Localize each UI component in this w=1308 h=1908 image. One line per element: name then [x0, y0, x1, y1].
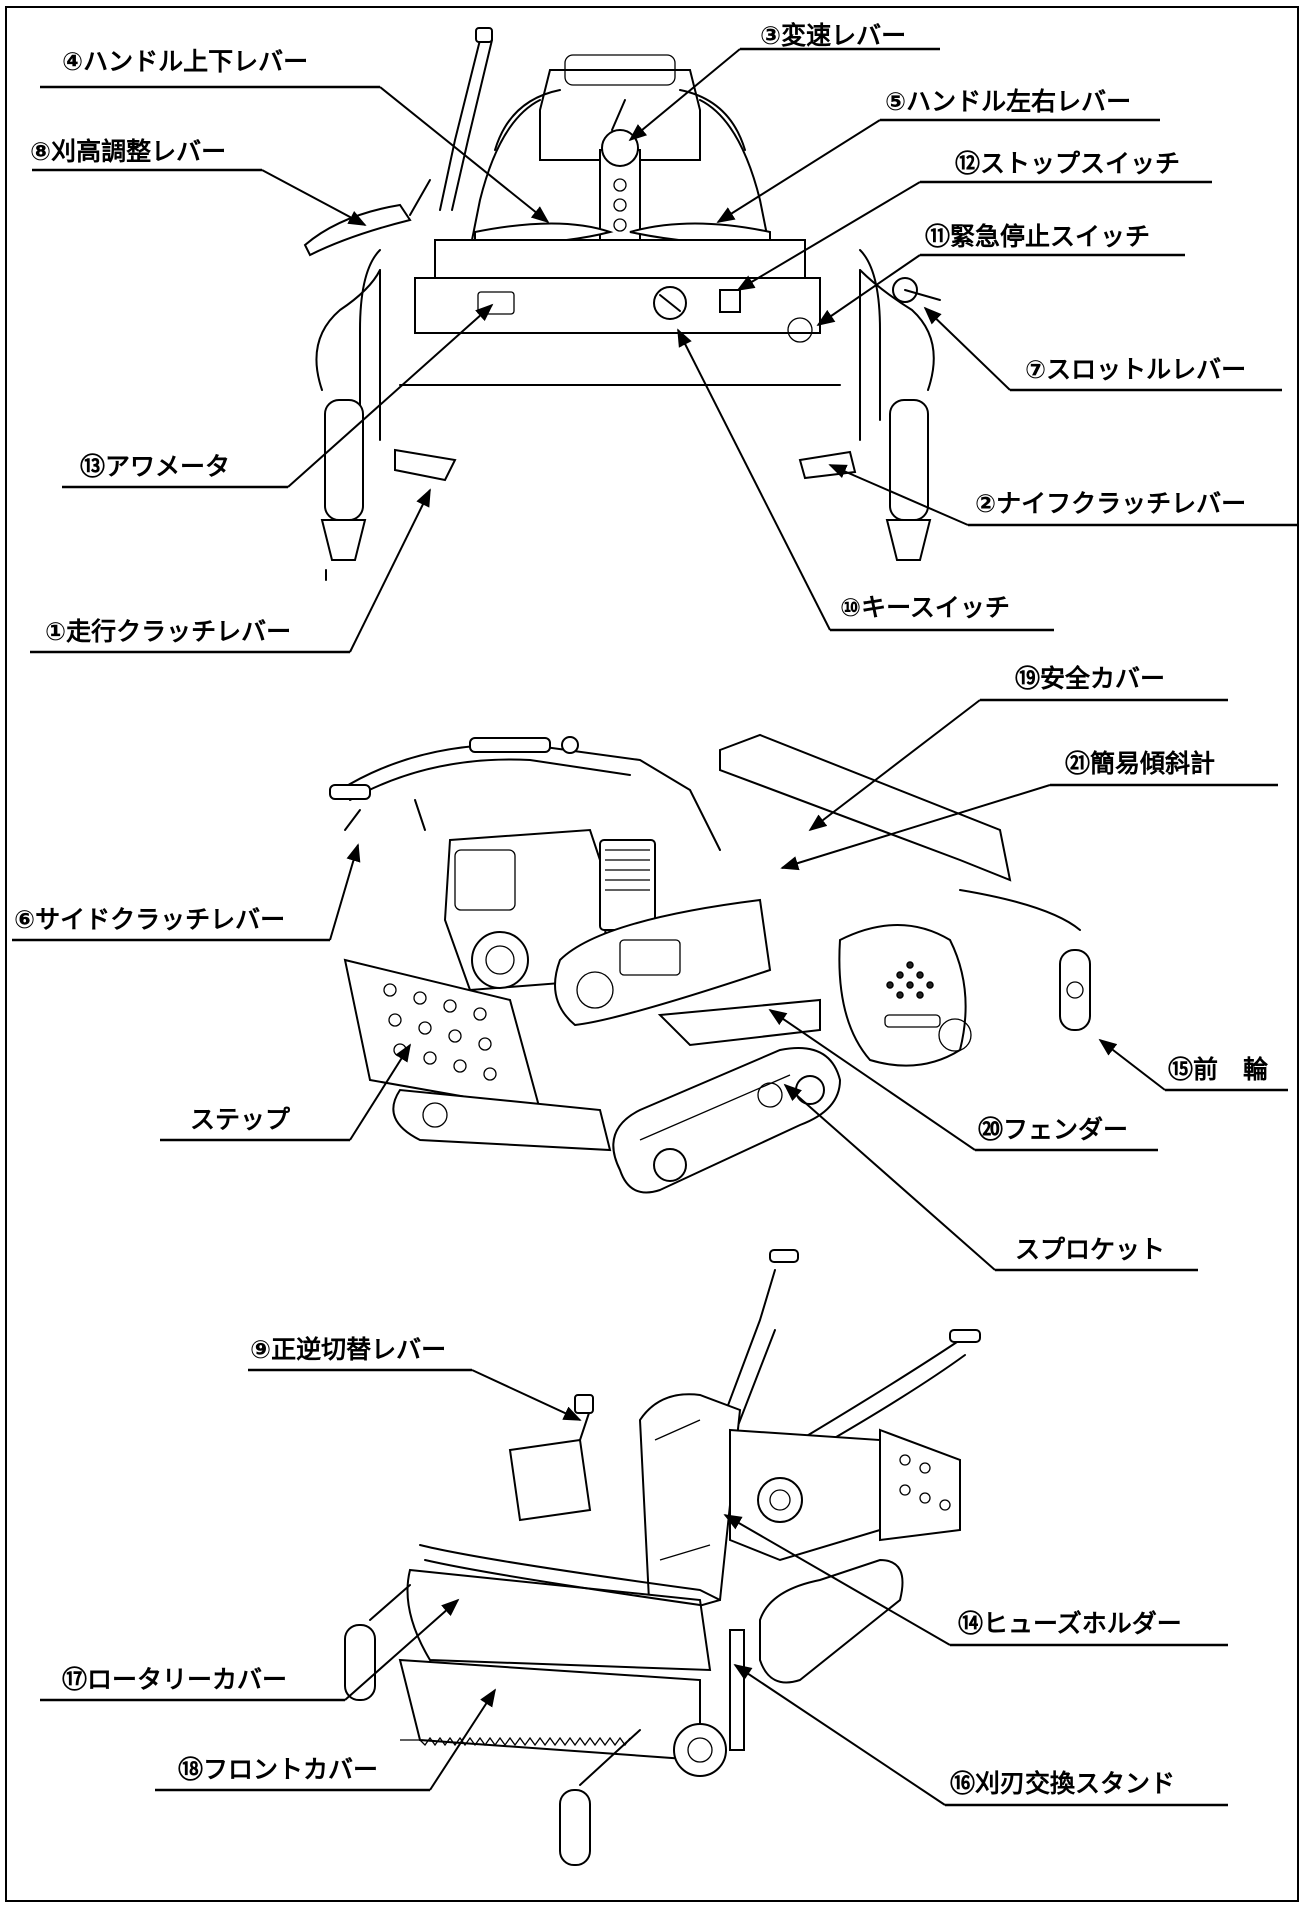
label-safety-cover: ⑲安全カバー — [1015, 664, 1165, 693]
label-knife-clutch-lever: ②ナイフクラッチレバー — [975, 489, 1246, 518]
leader-lines — [261, 48, 1166, 1806]
label-handle-updown-lever: ④ハンドル上下レバー — [62, 47, 308, 76]
label-fuse-holder: ⑭ヒューズホルダー — [958, 1609, 1182, 1638]
label-key-switch: ⑩キースイッチ — [840, 593, 1010, 622]
label-emergency-stop-switch: ⑪緊急停止スイッチ — [925, 222, 1150, 251]
label-shift-lever: ③変速レバー — [760, 21, 906, 50]
label-throttle-lever: ⑦スロットルレバー — [1025, 355, 1246, 384]
label-sprocket: スプロケット — [1015, 1235, 1165, 1264]
label-cutting-height-lever: ⑧刈高調整レバー — [30, 137, 226, 166]
label-blade-change-stand: ⑯刈刃交換スタンド — [950, 1769, 1175, 1798]
part-labels: ④ハンドル上下レバー ③変速レバー ⑤ハンドル左右レバー ⑧刈高調整レバー ⑫ス… — [14, 21, 1269, 1798]
handle-control-panel-drawing — [303, 27, 941, 581]
label-travel-clutch-lever: ①走行クラッチレバー — [45, 617, 291, 646]
label-underlines — [12, 47, 1298, 1807]
label-side-clutch-lever: ⑥サイドクラッチレバー — [14, 905, 285, 934]
mower-front-view-drawing — [344, 1249, 981, 1866]
figure-border — [5, 6, 1299, 1902]
label-fender: ⑳フェンダー — [978, 1115, 1128, 1144]
label-front-wheel: ⑮前 輪 — [1168, 1055, 1269, 1084]
label-hour-meter: ⑬アワメータ — [80, 452, 230, 481]
label-rotary-cover: ⑰ロータリーカバー — [62, 1665, 287, 1694]
mower-side-view-drawing — [329, 733, 1091, 1194]
label-simple-inclinometer: ㉑簡易傾斜計 — [1065, 749, 1215, 778]
label-handle-leftright-lever: ⑤ハンドル左右レバー — [885, 87, 1131, 116]
label-stop-switch: ⑫ストップスイッチ — [955, 149, 1180, 178]
label-front-cover: ⑱フロントカバー — [178, 1755, 378, 1784]
label-step: ステップ — [190, 1105, 291, 1134]
label-forward-reverse-lever: ⑨正逆切替レバー — [250, 1335, 446, 1364]
